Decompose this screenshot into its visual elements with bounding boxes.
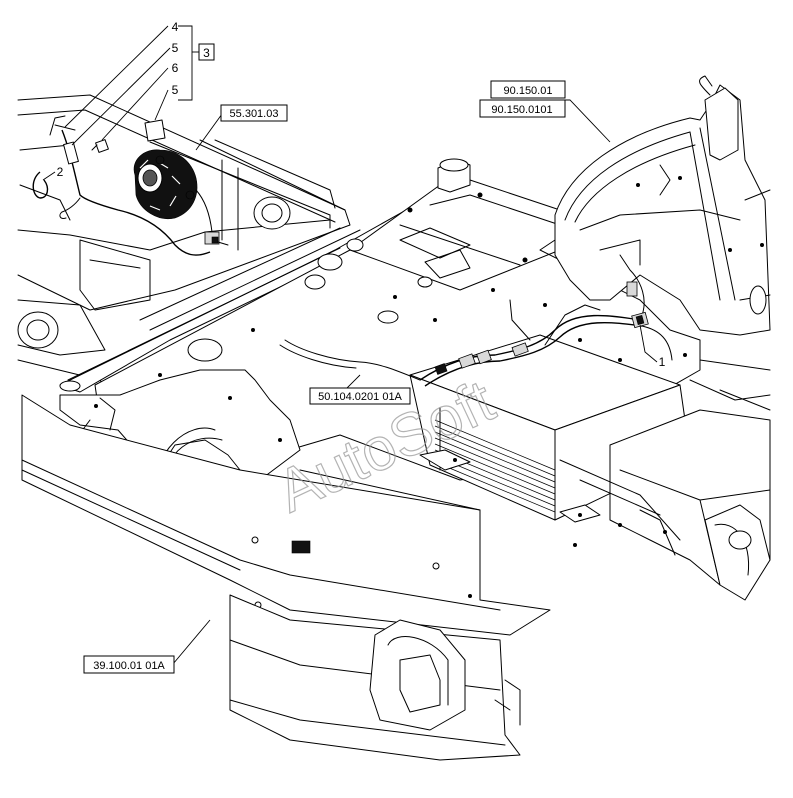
left-frame-rail (17, 94, 351, 396)
leader-lines (42, 25, 658, 665)
item-number-6: 6 (172, 61, 179, 75)
cover-plate (144, 119, 166, 142)
item-number-5-lower: 5 (172, 83, 179, 97)
ref-label-90-150-01: 90.150.01 (490, 80, 566, 99)
ref-label-90-150-0101: 90.150.0101 (479, 99, 566, 118)
item-number-4: 4 (172, 20, 179, 34)
ref-label-55-301-03: 55.301.03 (220, 104, 288, 122)
svg-text:39.100.01 01A: 39.100.01 01A (93, 660, 165, 672)
alternator-fuse (63, 141, 79, 165)
svg-text:50.104.0201 01A: 50.104.0201 01A (318, 391, 402, 403)
item-number-5: 5 (172, 41, 179, 55)
right-fender (554, 75, 771, 336)
item-number-2: 2 (57, 165, 64, 179)
lower-frame (21, 394, 551, 761)
ref-label-39-100-01-01a: 39.100.01 01A (83, 655, 175, 674)
item-box-3: 3 (198, 43, 215, 61)
svg-text:3: 3 (203, 46, 210, 60)
ref-label-50-104-0201-01a: 50.104.0201 01A (309, 387, 411, 405)
svg-text:90.150.01: 90.150.01 (504, 85, 553, 97)
svg-text:90.150.0101: 90.150.0101 (491, 104, 552, 116)
item-number-1: 1 (659, 355, 666, 369)
small-connector (95, 139, 109, 153)
wiring-harness (279, 254, 673, 387)
frame-slot (291, 540, 311, 554)
harness-connector (458, 353, 476, 369)
alternator-assembly (32, 115, 229, 256)
svg-text:55.301.03: 55.301.03 (230, 108, 279, 120)
right-frame (559, 359, 771, 601)
